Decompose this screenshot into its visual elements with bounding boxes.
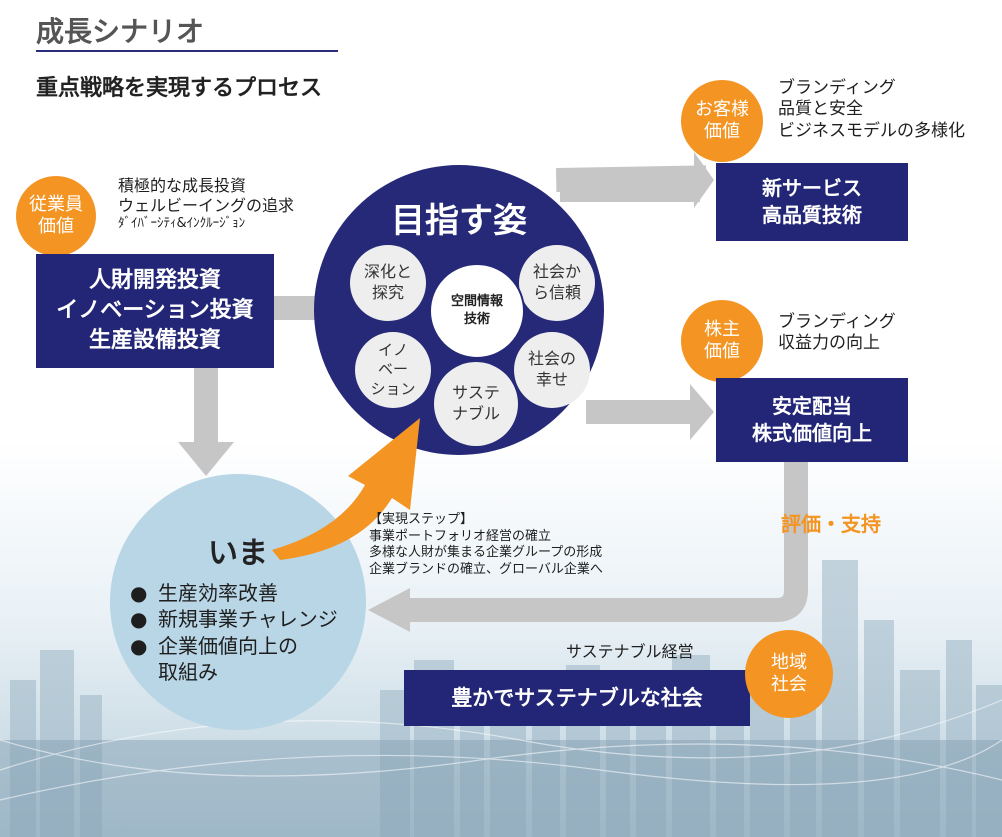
page-title: 成長シナリオ [36,15,205,48]
goal-item-innovation: イノ ベー ション [355,332,431,408]
current-item-3-continuation: 取組み [158,660,218,685]
current-state-list: ● 生産効率改善 ● 新規事業チャレンジ ● 企業価値向上の 取組み [130,580,338,686]
investment-line-3: 生産設備投資 [88,327,221,353]
customer-value-circle: お客様 価値 [681,80,763,162]
trust-line-1: 社会か [532,262,581,282]
current-state-title: いま [208,536,268,571]
investment-box: 人財開発投資 イノベーション投資 生産設備投資 [36,254,274,368]
shareholder-notes: ブランディング 収益力の向上 [778,312,896,355]
innovation-line-3: ション [370,379,416,398]
goal-item-deepen: 深化と 探究 [350,245,426,321]
service-line-1: 新サービス [762,176,862,200]
employee-note-1: 積極的な成長投資 [118,176,247,195]
core-line-1: 空間情報 [450,294,503,310]
sustainable-society-box: 豊かでサステナブルな社会 [404,670,750,726]
dividend-box: 安定配当 株式価値向上 [716,378,908,462]
service-line-2: 高品質技術 [762,203,862,227]
goal-item-sustainable: サステ ナブル [434,362,518,446]
customer-note-1: ブランディング [778,78,896,98]
customer-circle-line1: お客様 [695,98,749,120]
goal-core-technology: 空間情報 技術 [429,263,525,359]
customer-circle-line2: 価値 [704,121,740,142]
employee-note-2: ウェルビーイングの追求 [118,196,295,215]
current-item-2: 新規事業チャレンジ [158,607,338,632]
happiness-line-2: 幸せ [535,370,568,389]
investment-line-2: イノベーション投資 [56,298,254,324]
dividend-line-2: 株式価値向上 [752,421,872,445]
bullet-icon: ● [130,607,148,632]
arrow-goal-to-dividend [586,384,714,440]
dividend-line-1: 安定配当 [772,394,852,418]
current-state-circle [110,474,366,730]
shareholder-circle-line1: 株主 [704,318,740,340]
employee-value-circle: 従業員 価値 [16,176,96,256]
shareholder-value-circle: 株主 価値 [681,300,763,382]
employee-notes: 積極的な成長投資 ウェルビーイングの追求 ﾀﾞｲﾊﾞｰｼﾃｨ&ｲﾝｸﾙｰｼﾞｮﾝ [118,176,294,232]
current-item-3: 企業価値向上の [158,633,298,658]
steps-heading: 【実現ステップ】 [369,512,474,527]
employee-circle-line1: 従業員 [29,193,83,215]
employee-circle-line2: 価値 [38,216,74,237]
step-3: 企業ブランドの確立、グローバル企業へ [369,561,603,577]
sustainable-line-1: サステ [452,383,500,403]
deepen-line-2: 探究 [371,283,404,302]
core-line-2: 技術 [463,312,490,327]
shareholder-note-2: 収益力の向上 [778,333,880,354]
current-item-1: 生産効率改善 [158,581,278,605]
list-item: ● 新規事業チャレンジ [130,606,338,632]
step-1: 事業ポートフォリオ経営の確立 [369,528,552,544]
happiness-line-1: 社会の [527,349,576,369]
trust-line-2: ら信頼 [532,283,581,302]
page-subtitle: 重点戦略を実現するプロセス [36,76,323,101]
new-service-box: 新サービス 高品質技術 [716,163,908,241]
investment-line-1: 人財開発投資 [88,268,221,294]
bullet-icon: ● [130,581,148,605]
innovation-line-2: ベー [377,360,408,379]
shareholder-note-1: ブランディング [778,312,896,332]
deepen-line-1: 深化と [363,262,412,282]
innovation-line-1: イノ [377,340,408,359]
step-2: 多様な人財が集まる企業グループの形成 [369,545,603,561]
customer-notes: ブランディング 品質と安全 ビジネスモデルの多様化 [778,78,965,142]
list-item: ● 生産効率改善 [130,580,338,606]
community-circle: 地域 社会 [745,630,833,718]
goal-title: 目指す姿 [391,201,527,241]
customer-note-2: 品質と安全 [778,99,863,120]
growth-arrow [272,418,420,560]
community-circle-line2: 社会 [771,674,807,695]
evaluation-support-label: 評価・支持 [781,512,881,536]
customer-note-3: ビジネスモデルの多様化 [778,120,965,141]
sustainable-management-label: サステナブル経営 [566,642,694,661]
list-item: ● 企業価値向上の [130,633,338,659]
title-underline [36,50,338,52]
goal-item-happiness: 社会の 幸せ [514,332,590,408]
shareholder-circle-line2: 価値 [704,341,740,362]
realization-steps: 【実現ステップ】 事業ポートフォリオ経営の確立 多様な人財が集まる企業グループの… [369,512,603,579]
sustainable-line-2: ナブル [451,404,500,423]
community-circle-line1: 地域 [771,651,807,673]
employee-note-3: ﾀﾞｲﾊﾞｰｼﾃｨ&ｲﾝｸﾙｰｼﾞｮﾝ [118,216,246,231]
bullet-icon: ● [130,633,148,658]
goal-item-trust: 社会か ら信頼 [519,245,595,321]
